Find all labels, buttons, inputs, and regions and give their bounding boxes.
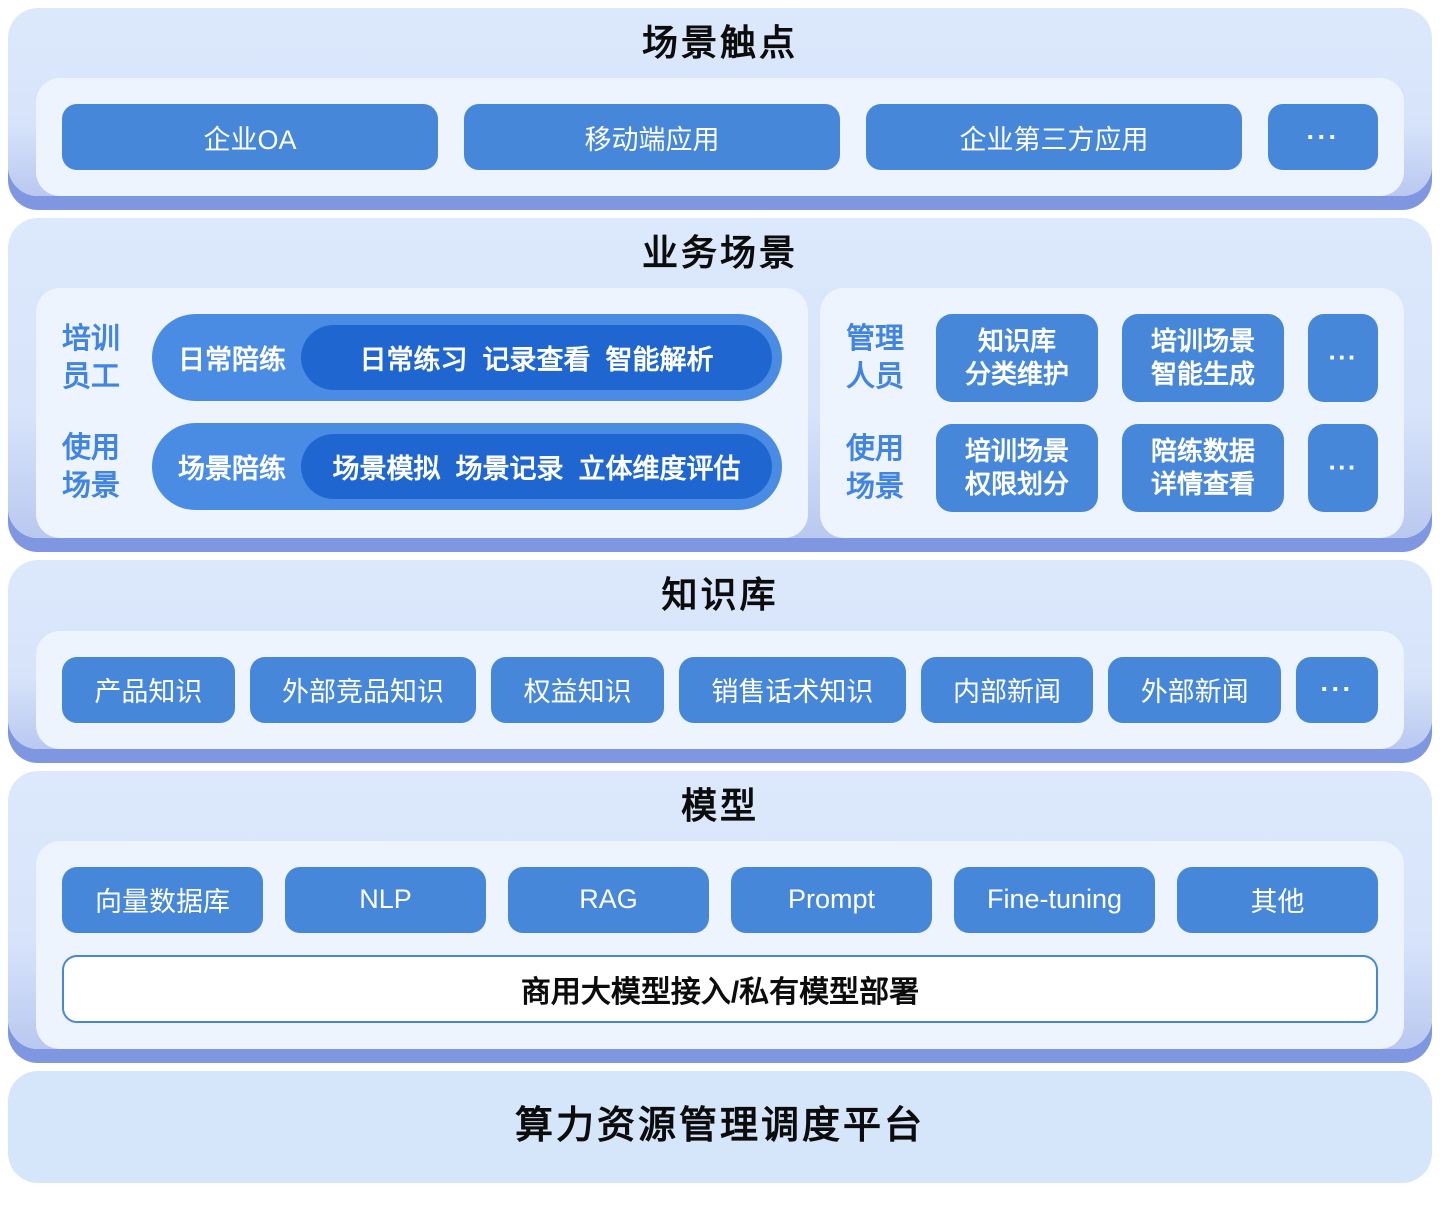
knowledge-button-row: 产品知识 外部竞品知识 权益知识 销售话术知识 内部新闻 外部新闻 ···	[62, 656, 1379, 723]
knowledge-section: 知识库 产品知识 外部竞品知识 权益知识 销售话术知识 内部新闻 外部新闻 ··…	[8, 560, 1432, 749]
model-rag[interactable]: RAG	[508, 866, 709, 933]
button-line: 智能生成	[1150, 359, 1255, 390]
model-section: 模型 向量数据库 NLP RAG Prompt Fine-tuning 其他 商…	[8, 770, 1432, 1049]
business-section: 业务场景 培训 员工 日常陪练 日常练习 记录查看 智能解析 使用 场景	[8, 218, 1432, 539]
touchpoint-mobile-app[interactable]: 移动端应用	[464, 104, 840, 171]
knowledge-internal-news[interactable]: 内部新闻	[920, 656, 1094, 723]
knowledge-rights[interactable]: 权益知识	[491, 656, 665, 723]
scene-practice-row: 使用 场景 场景陪练 场景模拟 场景记录 立体维度评估	[62, 423, 782, 511]
manager-usage-more-button[interactable]: ···	[1308, 424, 1378, 513]
model-prompt[interactable]: Prompt	[731, 866, 932, 933]
touchpoints-title: 场景触点	[641, 22, 798, 63]
manager-usage-label: 使用 场景	[846, 430, 912, 507]
touchpoint-enterprise-oa[interactable]: 企业OA	[62, 104, 438, 171]
compute-platform-section: 算力资源管理调度平台	[8, 1070, 1432, 1183]
model-access-bar: 商用大模型接入/私有模型部署	[62, 954, 1378, 1023]
model-fine-tuning[interactable]: Fine-tuning	[954, 866, 1155, 933]
compute-platform-title: 算力资源管理调度平台	[514, 1104, 925, 1147]
practice-data-detail-button[interactable]: 陪练数据 详情查看	[1122, 424, 1284, 513]
scene-permission-button[interactable]: 培训场景 权限划分	[936, 424, 1098, 513]
daily-practice-pill-items: 日常练习 记录查看 智能解析	[301, 325, 772, 391]
model-other[interactable]: 其他	[1177, 866, 1378, 933]
scene-practice-pill-label: 场景陪练	[178, 454, 286, 485]
manager-more-button[interactable]: ···	[1308, 314, 1378, 403]
model-title: 模型	[680, 784, 759, 826]
label-line: 使用	[846, 433, 905, 466]
model-nlp[interactable]: NLP	[285, 866, 486, 933]
knowledge-external-news[interactable]: 外部新闻	[1108, 656, 1282, 723]
model-button-row: 向量数据库 NLP RAG Prompt Fine-tuning 其他	[62, 866, 1378, 933]
button-line: 分类维护	[964, 359, 1069, 390]
employee-scenarios-panel: 培训 员工 日常陪练 日常练习 记录查看 智能解析 使用 场景 场景陪练 场景模…	[36, 288, 808, 539]
label-line: 管理	[846, 323, 905, 356]
manager-row: 管理 人员 知识库 分类维护 培训场景 智能生成 ···	[846, 314, 1378, 403]
business-panels: 培训 员工 日常陪练 日常练习 记录查看 智能解析 使用 场景 场景陪练 场景模…	[36, 288, 1404, 539]
knowledge-panel: 产品知识 外部竞品知识 权益知识 销售话术知识 内部新闻 外部新闻 ···	[36, 630, 1404, 749]
scene-practice-pill-items: 场景模拟 场景记录 立体维度评估	[301, 434, 772, 500]
knowledge-product[interactable]: 产品知识	[62, 656, 235, 723]
touchpoints-button-row: 企业OA 移动端应用 企业第三方应用 ···	[62, 104, 1378, 171]
business-title: 业务场景	[641, 232, 798, 274]
knowledge-sales-script[interactable]: 销售话术知识	[679, 656, 906, 723]
label-line: 场景	[846, 471, 905, 504]
knowledge-more-button[interactable]: ···	[1296, 656, 1379, 723]
usage-scenario-label: 使用 场景	[62, 429, 128, 506]
daily-practice-row: 培训 员工 日常陪练 日常练习 记录查看 智能解析	[62, 314, 782, 402]
touchpoint-third-party-app[interactable]: 企业第三方应用	[866, 104, 1242, 171]
touchpoints-panel: 企业OA 移动端应用 企业第三方应用 ···	[36, 78, 1404, 197]
employee-training-label: 培训 员工	[62, 320, 128, 397]
kb-category-maintenance-button[interactable]: 知识库 分类维护	[936, 314, 1098, 403]
daily-practice-pill[interactable]: 日常陪练 日常练习 记录查看 智能解析	[152, 314, 782, 402]
label-line: 员工	[62, 360, 121, 393]
manager-usage-row: 使用 场景 培训场景 权限划分 陪练数据 详情查看 ···	[846, 424, 1378, 513]
button-line: 权限划分	[964, 469, 1069, 500]
label-line: 培训	[62, 322, 121, 355]
manager-scenarios-panel: 管理 人员 知识库 分类维护 培训场景 智能生成 ··· 使用 场景	[820, 288, 1404, 539]
scene-practice-pill[interactable]: 场景陪练 场景模拟 场景记录 立体维度评估	[152, 423, 782, 511]
daily-practice-pill-label: 日常陪练	[178, 345, 286, 376]
label-line: 使用	[62, 431, 121, 464]
label-line: 场景	[62, 469, 121, 502]
button-line: 陪练数据	[1150, 435, 1255, 466]
touchpoints-section: 场景触点 企业OA 移动端应用 企业第三方应用 ···	[8, 8, 1432, 197]
knowledge-competitor[interactable]: 外部竞品知识	[249, 656, 477, 723]
model-vector-db[interactable]: 向量数据库	[62, 866, 263, 933]
button-line: 详情查看	[1150, 469, 1255, 500]
label-line: 人员	[846, 361, 905, 394]
model-panel: 向量数据库 NLP RAG Prompt Fine-tuning 其他 商用大模…	[36, 840, 1404, 1049]
knowledge-title: 知识库	[661, 574, 779, 616]
manager-label: 管理 人员	[846, 320, 912, 397]
button-line: 知识库	[977, 325, 1056, 356]
button-line: 培训场景	[964, 435, 1069, 466]
scene-smart-generation-button[interactable]: 培训场景 智能生成	[1122, 314, 1284, 403]
touchpoints-more-button[interactable]: ···	[1268, 104, 1378, 171]
button-line: 培训场景	[1150, 325, 1255, 356]
